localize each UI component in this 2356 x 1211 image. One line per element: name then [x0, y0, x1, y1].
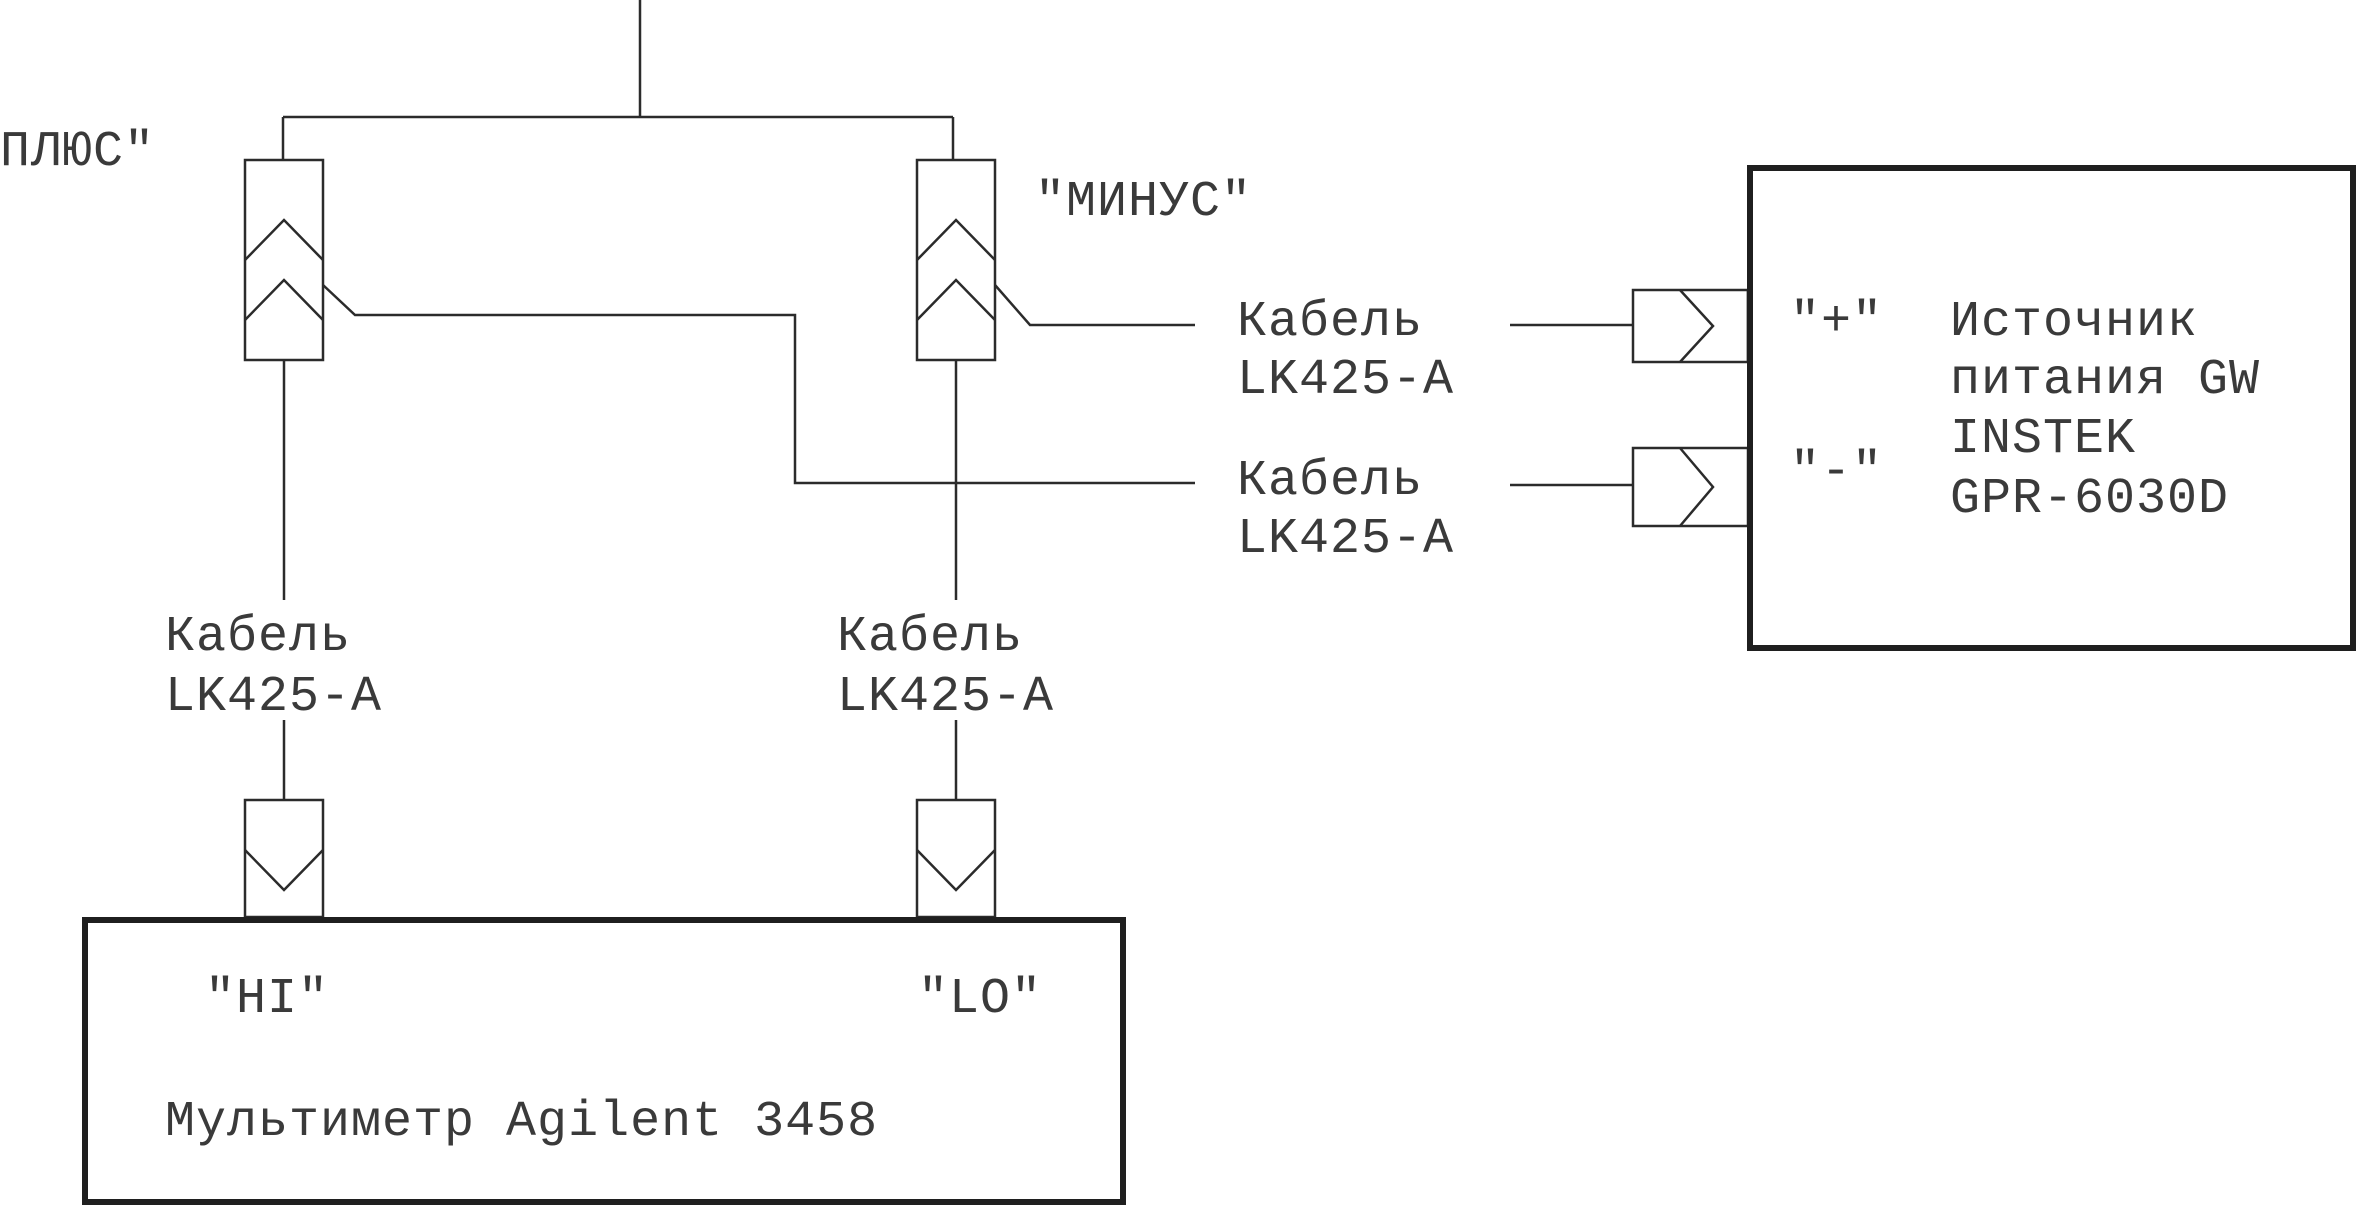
- svg-text:питания GW: питания GW: [1950, 352, 2260, 409]
- svg-text:LK425-A: LK425-A: [837, 669, 1054, 726]
- plus-probe-connector: [243, 158, 325, 362]
- multimeter-box: [82, 917, 1126, 1205]
- svg-text:Источник: Источник: [1950, 294, 2198, 351]
- multimeter-lo-terminal: "LO": [918, 971, 1042, 1028]
- multimeter-leads: [282, 360, 958, 800]
- svg-text:LK425-A: LK425-A: [1237, 511, 1454, 568]
- cable-label-right: Кабель LK425-A: [837, 609, 1054, 726]
- cable-label-top: Кабель LK425-A: [1237, 294, 1454, 409]
- cable-label-middle: Кабель LK425-A: [1237, 453, 1454, 568]
- svg-text:Кабель: Кабель: [1237, 294, 1423, 351]
- power-supply-plus-connector: [1631, 288, 1750, 364]
- power-supply-minus-terminal: "-": [1790, 444, 1883, 501]
- power-supply-plus-terminal: "+": [1790, 294, 1883, 351]
- power-supply-minus-connector: [1631, 446, 1750, 528]
- minus-probe-connector: [915, 158, 997, 362]
- power-supply-box: [1747, 165, 2356, 651]
- multimeter-hi-connector: [243, 798, 325, 919]
- minus-probe-label: "МИНУС": [1035, 174, 1252, 231]
- multimeter-hi-terminal: "HI": [205, 971, 329, 1028]
- svg-text:LK425-A: LK425-A: [1237, 352, 1454, 409]
- svg-text:LK425-A: LK425-A: [165, 669, 382, 726]
- cable-label-left: Кабель LK425-A: [165, 609, 382, 726]
- top-lead: [281, 0, 955, 160]
- plus-probe-label: ПЛЮС": [0, 124, 155, 181]
- svg-text:INSTEK: INSTEK: [1950, 411, 2136, 468]
- power-supply-name: Источник питания GW INSTEK GPR-6030D: [1950, 294, 2260, 528]
- multimeter-lo-connector: [915, 798, 997, 919]
- svg-text:GPR-6030D: GPR-6030D: [1950, 471, 2229, 528]
- multimeter-name: Мультиметр Agilent 3458: [165, 1094, 878, 1151]
- svg-text:Кабель: Кабель: [1237, 453, 1423, 510]
- power-supply-wiring: [322, 284, 1633, 487]
- svg-text:Кабель: Кабель: [165, 609, 351, 666]
- svg-text:Кабель: Кабель: [837, 609, 1023, 666]
